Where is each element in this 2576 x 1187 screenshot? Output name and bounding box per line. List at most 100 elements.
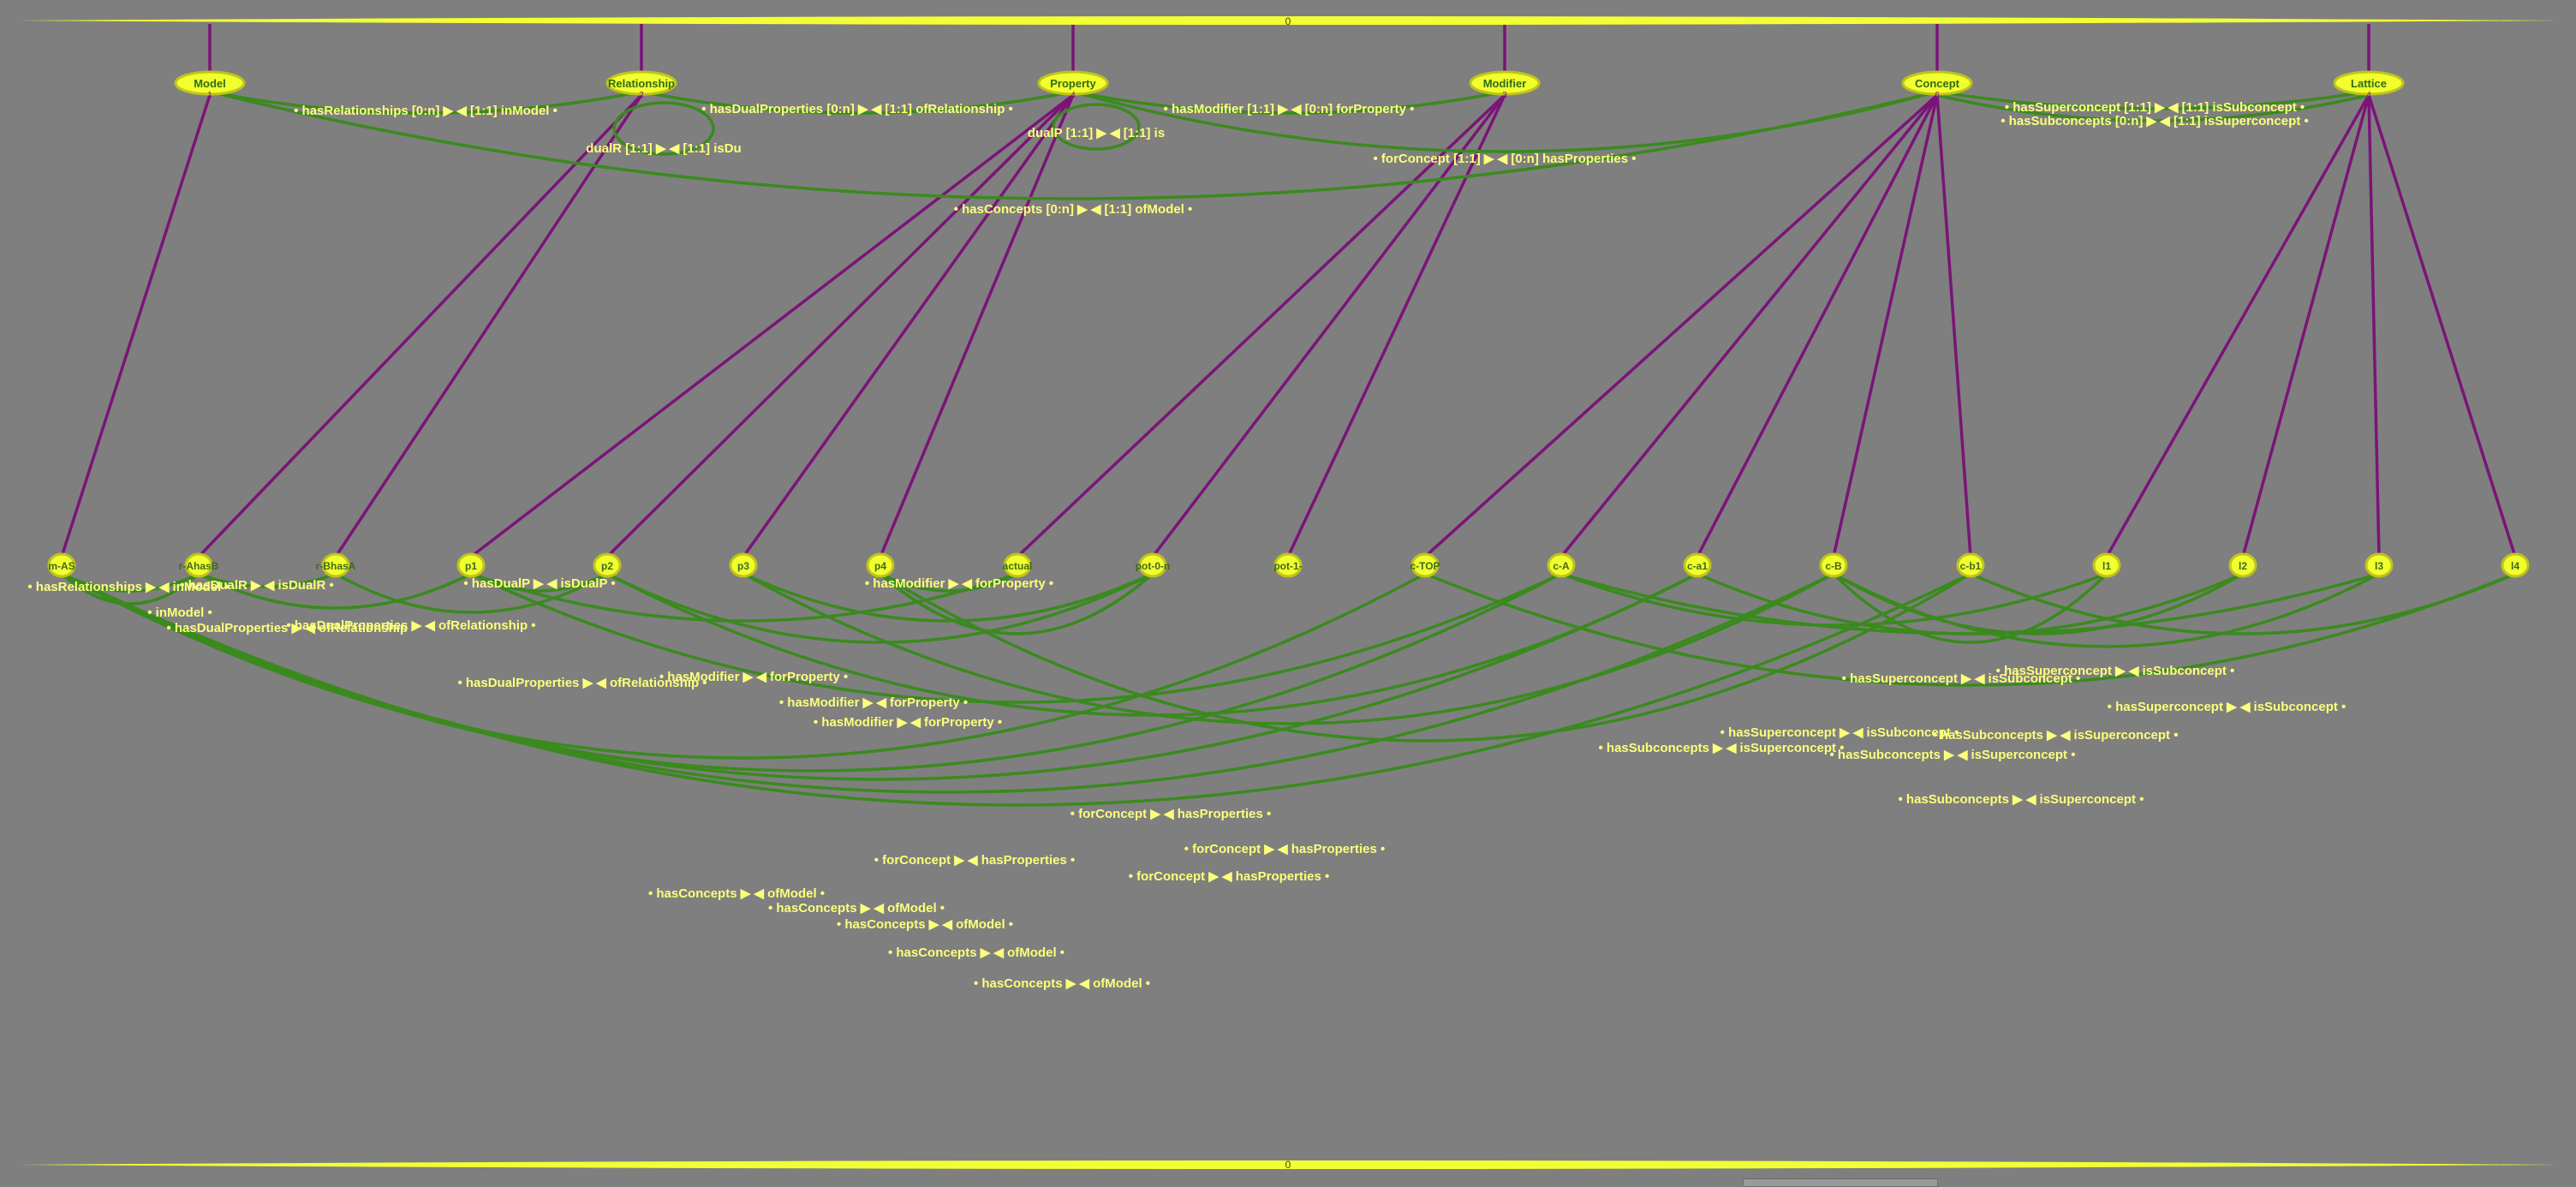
instance-node-i1[interactable]: r-AhasB — [179, 552, 219, 578]
instance-edge-label: • hasDualP ▶ ◀ isDualP • — [463, 576, 615, 591]
instance-edge[interactable] — [1832, 572, 2108, 644]
instance-edge[interactable] — [470, 572, 608, 593]
instance-node-i0[interactable]: m-AS — [47, 552, 76, 578]
instance-edge-label: • hasConcepts ▶ ◀ ofModel • — [768, 901, 945, 916]
instance-edge-label: • hasSubconcepts ▶ ◀ isSuperconcept • — [1830, 748, 2076, 762]
instance-node-label: p2 — [601, 560, 613, 572]
instance-edge[interactable] — [879, 572, 1154, 635]
class-edge[interactable] — [1072, 90, 1506, 115]
instance-edge[interactable] — [742, 572, 1834, 725]
class-node-label: Concept — [1915, 77, 1960, 90]
instance-node-label: r-AhasB — [179, 560, 219, 572]
instance-edge-label: • hasModifier ▶ ◀ forProperty • — [659, 670, 848, 684]
instance-node-i17[interactable]: l3 — [2364, 552, 2394, 578]
instance-edge-label: • hasSuperconcept ▶ ◀ isSubconcept • — [1996, 664, 2235, 678]
instance-node-i6[interactable]: p4 — [866, 552, 895, 578]
instance-edge-label: • hasSubconcepts ▶ ◀ isSuperconcept • — [1933, 728, 2179, 743]
instance-edge[interactable] — [1560, 572, 2108, 627]
class-node-label: Property — [1050, 77, 1096, 90]
instance-node-i5[interactable]: p3 — [729, 552, 758, 578]
instance-edge[interactable] — [1833, 572, 2380, 648]
class-edge-label: • hasSuperconcept [1:1] ▶ ◀ [1:1] isSubc… — [2005, 100, 2305, 115]
instance-edge[interactable] — [61, 572, 1971, 807]
class-edge[interactable] — [209, 90, 642, 115]
instance-node-i8[interactable]: pot-0-n — [1136, 552, 1171, 578]
instance-edge[interactable] — [198, 572, 337, 588]
self-loop-label: dualR [1:1] ▶ ◀ [1:1] isDu — [586, 141, 741, 156]
instance-node-i7[interactable]: actual — [1003, 552, 1033, 578]
class-edge[interactable] — [641, 90, 1074, 115]
class-edge[interactable] — [1936, 93, 2370, 122]
instance-node-i14[interactable]: c-b1 — [1956, 552, 1985, 578]
instance-node-i3[interactable]: p1 — [456, 552, 486, 578]
instance-edge[interactable] — [1696, 572, 2244, 635]
instance-node-i4[interactable]: p2 — [593, 552, 622, 578]
instance-node-i10[interactable]: c-TOP — [1410, 552, 1440, 578]
instance-edge[interactable] — [61, 572, 1562, 772]
instance-edge-label: • hasDualProperties ▶ ◀ ofRelationship • — [457, 676, 707, 690]
instance-node-i16[interactable]: l2 — [2228, 552, 2257, 578]
instance-node-label: pot-0-n — [1136, 560, 1171, 572]
instance-edge[interactable] — [742, 572, 1154, 623]
instance-edge[interactable] — [880, 572, 1018, 593]
instance-edge-label: • hasModifier ▶ ◀ forProperty • — [814, 715, 1002, 730]
self-loop-relationship[interactable] — [612, 101, 715, 156]
class-edge[interactable] — [209, 90, 1938, 200]
horizontal-scrollbar-handle[interactable] — [1743, 1178, 1938, 1187]
instance-edge-label: • hasDualProperties ▶ ◀ ofRelationship • — [286, 618, 535, 633]
instance-of-link — [2241, 94, 2370, 558]
instance-edge[interactable] — [470, 572, 1562, 704]
instance-edge-label: • hasSuperconcept ▶ ◀ isSubconcept • — [1842, 671, 2081, 686]
instance-node-i15[interactable]: l1 — [2092, 552, 2121, 578]
instance-edge[interactable] — [880, 572, 1971, 743]
instance-of-link — [1696, 94, 1939, 558]
bottom-root-bar-label: 0 — [1285, 1159, 1291, 1171]
instance-edge-label: • hasSuperconcept ▶ ◀ isSubconcept • — [2108, 700, 2346, 714]
instance-edge[interactable] — [470, 572, 1018, 623]
instance-node-label: c-b1 — [1960, 560, 1982, 572]
self-loop-label: dualP [1:1] ▶ ◀ [1:1] is — [1028, 126, 1165, 140]
instance-node-i11[interactable]: c-A — [1547, 552, 1576, 578]
instance-of-link — [469, 93, 1075, 558]
instance-edge-label: • hasSubconcepts ▶ ◀ isSuperconcept • — [1599, 741, 1845, 755]
instance-of-link — [742, 93, 1075, 558]
instance-edge[interactable] — [1424, 572, 2516, 687]
instance-edge[interactable] — [60, 572, 200, 605]
instance-node-i2[interactable]: r-BhasA — [316, 552, 356, 578]
instance-edge-label: • hasConcepts ▶ ◀ ofModel • — [837, 917, 1013, 932]
instance-of-link — [2367, 94, 2517, 558]
instance-node-label: m-AS — [48, 560, 75, 572]
instance-edge-label: • forConcept ▶ ◀ hasProperties • — [874, 853, 1075, 868]
instance-of-link — [197, 93, 643, 558]
top-root-bar[interactable]: 0 — [17, 15, 2559, 27]
self-loop-property[interactable] — [1052, 103, 1141, 151]
instance-edge[interactable] — [198, 572, 472, 610]
class-edge-label: • hasSubconcepts [0:n] ▶ ◀ [1:1] isSuper… — [2001, 114, 2308, 128]
instance-edge[interactable] — [1970, 572, 2516, 635]
instance-node-i12[interactable]: c-a1 — [1683, 552, 1712, 578]
class-node-label: Modifier — [1483, 77, 1527, 90]
instance-node-label: c-A — [1553, 560, 1570, 572]
instance-node-i13[interactable]: c-B — [1819, 552, 1848, 578]
bottom-root-bar[interactable]: 0 — [17, 1159, 2559, 1171]
instance-of-link — [605, 93, 1075, 558]
instance-edge[interactable] — [606, 572, 1154, 644]
instance-edge[interactable] — [335, 572, 608, 614]
class-edge-label: • forConcept [1:1] ▶ ◀ [0:n] hasProperti… — [1374, 152, 1637, 166]
class-edge[interactable] — [1936, 90, 2370, 110]
instance-node-i18[interactable]: l4 — [2501, 552, 2530, 578]
class-edge-label: • hasModifier [1:1] ▶ ◀ [0:n] forPropert… — [1164, 102, 1415, 116]
instance-of-link — [60, 94, 212, 558]
class-node-count: 1 — [207, 91, 212, 100]
instance-edge-label: • forConcept ▶ ◀ hasProperties • — [1070, 807, 1271, 821]
instance-of-link — [879, 94, 1075, 558]
class-node-label: Model — [194, 77, 226, 90]
instance-node-i9[interactable]: pot-1- — [1273, 552, 1303, 578]
